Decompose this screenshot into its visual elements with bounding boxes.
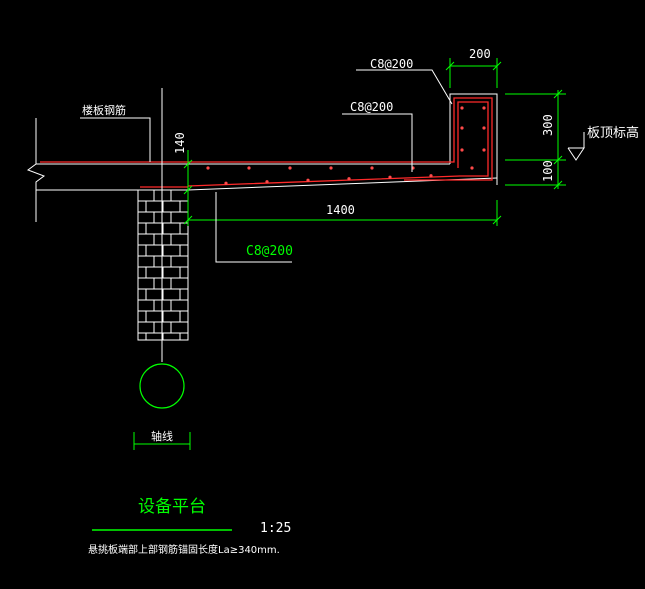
- rebar-dot: [329, 166, 333, 170]
- elevation-marker: [567, 132, 585, 161]
- rebar-dot: [460, 148, 464, 152]
- rebar-dot: [206, 166, 210, 170]
- leaders: [80, 69, 453, 263]
- rebar-dot: [288, 166, 292, 170]
- rebar-label-mid: C8@200: [350, 100, 393, 114]
- dim-upturn-width-text: 200: [469, 47, 491, 61]
- axis-dim: [133, 432, 191, 450]
- rebar-label-top: C8@200: [370, 57, 413, 71]
- footnote: 悬挑板端部上部钢筋锚固长度La≥340mm.: [88, 543, 280, 556]
- top-rebar: [40, 97, 493, 181]
- brick-wall: [137, 189, 189, 341]
- rebar-dot: [470, 166, 474, 170]
- dim-right-vertical: [505, 89, 566, 190]
- rebar-dot: [265, 180, 269, 184]
- rebar-dot: [306, 178, 310, 182]
- drawing-scale: 1:25: [260, 521, 291, 536]
- dim-upturn-width: [445, 58, 502, 88]
- rebar-dot: [460, 126, 464, 130]
- dim-overhang-text: 1400: [326, 203, 355, 217]
- rebar-dot: [388, 175, 392, 179]
- rebar-dot: [482, 126, 486, 130]
- dim-overhang: [183, 196, 502, 226]
- rebar-dots: [206, 106, 486, 185]
- upturn-outline: [449, 93, 498, 185]
- slab-rebar-note: 楼板钢筋: [82, 103, 126, 117]
- slab-top-elev-label: 板顶标高: [587, 125, 639, 141]
- rebar-dot: [224, 181, 228, 185]
- dim-upturn-height-text: 300: [541, 114, 555, 136]
- rebar-dot: [482, 106, 486, 110]
- axis-label: 轴线: [151, 429, 173, 443]
- rebar-dot: [429, 174, 433, 178]
- dim-slab-thickness: [183, 150, 193, 196]
- dim-slab-thickness-text: 140: [173, 132, 187, 154]
- rebar-dot: [247, 166, 251, 170]
- rebar-group: [40, 97, 493, 188]
- break-line: [26, 118, 46, 222]
- dim-lower-height-text: 100: [541, 160, 555, 182]
- rebar-dot: [482, 148, 486, 152]
- rebar-dot: [460, 106, 464, 110]
- rebar-dot: [347, 177, 351, 181]
- rebar-dot: [370, 166, 374, 170]
- axis-bubble: [139, 363, 185, 409]
- drawing-title: 设备平台: [138, 497, 206, 517]
- rebar-label-bottom: C8@200: [246, 244, 293, 259]
- bottom-rebar: [187, 101, 489, 187]
